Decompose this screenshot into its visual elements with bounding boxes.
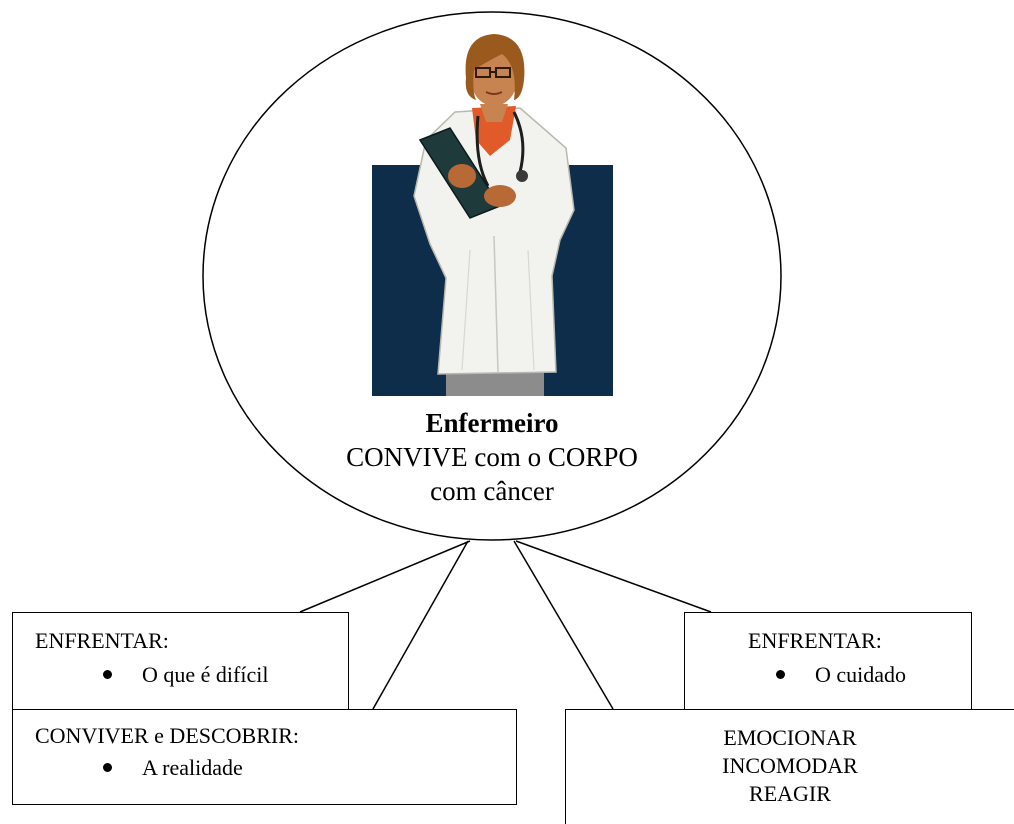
bullet-text: O cuidado <box>815 662 907 687</box>
bullet-item: A realidade <box>35 754 516 782</box>
central-title: Enfermeiro <box>425 408 559 438</box>
bullet-icon <box>776 670 785 680</box>
box-enfrentar-dificil: ENFRENTAR: O que é difícil <box>12 612 349 710</box>
bullet-icon <box>103 763 112 773</box>
box-line-1: EMOCIONAR <box>723 725 857 750</box>
nurse-shirt <box>472 106 516 156</box>
box-enfrentar-cuidado: ENFRENTAR: O cuidado <box>684 612 972 710</box>
bullet-item: O que é difícil <box>35 661 348 689</box>
nurse-clipart-icon <box>372 34 613 396</box>
bullet-text: A realidade <box>142 755 243 780</box>
connector-bottom-right <box>513 540 614 710</box>
connector-top-right <box>515 540 712 613</box>
box-heading: ENFRENTAR: <box>35 628 169 653</box>
box-heading: CONVIVER e DESCOBRIR: <box>35 723 300 748</box>
central-label: Enfermeiro CONVIVE com o CORPO com cânce… <box>292 406 692 508</box>
box-heading: ENFRENTAR: <box>748 628 882 653</box>
nurse-hair <box>465 34 525 100</box>
bullet-item: O cuidado <box>685 661 971 689</box>
bullet-icon <box>103 670 112 680</box>
central-line-1: CONVIVE com o CORPO <box>346 442 638 472</box>
box-conviver-descobrir: CONVIVER e DESCOBRIR: A realidade <box>12 709 517 805</box>
box-emocionar: EMOCIONAR INCOMODAR REAGIR <box>565 709 1014 824</box>
connector-top-left <box>299 540 471 613</box>
box-line-3: REAGIR <box>749 781 831 806</box>
stethoscope <box>475 111 525 187</box>
connector-bottom-left <box>372 540 469 710</box>
box-line-2: INCOMODAR <box>722 753 858 778</box>
bullet-text: O que é difícil <box>142 662 269 687</box>
central-line-2: com câncer <box>430 476 554 506</box>
